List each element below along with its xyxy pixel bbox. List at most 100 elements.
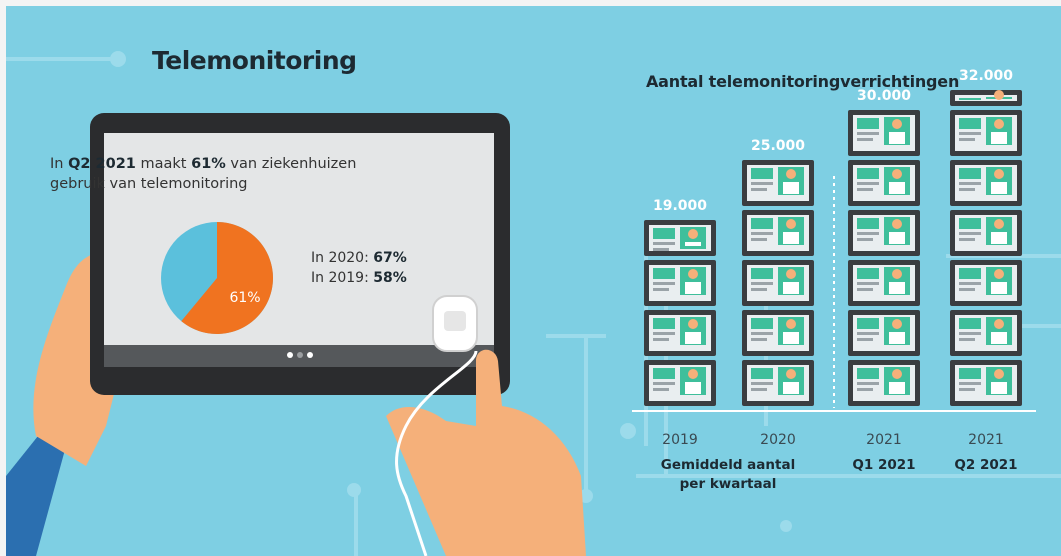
text-line [751, 238, 767, 241]
hand-icon [386, 295, 586, 556]
doctor-screen-icon [950, 110, 1022, 156]
text-line [959, 332, 981, 335]
headline-part: In [50, 156, 69, 172]
vitals-chart [751, 168, 773, 179]
pie-chart: 61% [161, 222, 273, 334]
vitals-chart [857, 368, 879, 379]
doctor-coat [991, 332, 1007, 344]
doctor-coat [991, 282, 1007, 294]
doctor-coat [783, 232, 799, 244]
text-line [653, 382, 675, 385]
vitals-chart [653, 268, 675, 279]
text-line [857, 288, 873, 291]
doctor-screen-icon [848, 160, 920, 206]
doctor-head [892, 119, 902, 129]
doctor-screen-icon [950, 310, 1022, 356]
vitals-chart [857, 268, 879, 279]
page-dot [307, 352, 313, 358]
doctor-coat [889, 232, 905, 244]
doctor-screen-icon [848, 360, 920, 406]
doctor-coat [889, 132, 905, 144]
text-line [653, 288, 669, 291]
doctor-coat [991, 182, 1007, 194]
doctor-head [688, 369, 698, 379]
headline-percentage: 61% [191, 156, 226, 172]
doctor-screen-icon [950, 210, 1022, 256]
doctor-head [994, 90, 1004, 100]
text-line [959, 188, 975, 191]
doctor-head [994, 169, 1004, 179]
comparison-2020: In 2020: 67% [311, 250, 407, 266]
vitals-chart [653, 228, 675, 239]
vitals-chart [857, 218, 879, 229]
doctor-coat [991, 382, 1007, 394]
text-line [959, 338, 975, 341]
bar-group: 19.000201925.000202030.000202132.0002021… [644, 68, 1022, 492]
doctor-coat [889, 382, 905, 394]
bar-value-label: 25.000 [751, 138, 805, 154]
doctor-screen-icon [742, 160, 814, 206]
text-line [653, 388, 669, 391]
text-line [959, 138, 975, 141]
doctor-coat [685, 332, 701, 344]
comparison-2019: In 2019: 58% [311, 270, 407, 286]
doctor-coat [991, 132, 1007, 144]
vitals-chart [959, 168, 981, 179]
text-line [751, 282, 773, 285]
doctor-head [688, 229, 698, 239]
x-tick-label: 2021 [968, 432, 1004, 448]
pulse-oximeter-icon [432, 295, 478, 352]
doctor-head [688, 269, 698, 279]
doctor-screen-icon [950, 360, 1022, 406]
doctor-screen-icon [950, 90, 1022, 106]
doctor-screen-icon [950, 260, 1022, 306]
doctor-screen-icon [742, 260, 814, 306]
text-line [959, 282, 981, 285]
bar [644, 220, 716, 406]
doctor-screen-icon [848, 210, 920, 256]
doctor-coat [991, 232, 1007, 244]
text-line [653, 338, 669, 341]
text-line [857, 332, 879, 335]
doctor-head [892, 369, 902, 379]
text-line [751, 338, 767, 341]
doctor-coat [783, 182, 799, 194]
doctor-head [786, 269, 796, 279]
vitals-chart [959, 118, 981, 129]
text-line [653, 282, 675, 285]
text-line [751, 332, 773, 335]
bar [742, 160, 814, 406]
doctor-coat [889, 282, 905, 294]
doctor-head [786, 169, 796, 179]
vitals-chart [959, 218, 981, 229]
text-line [857, 182, 879, 185]
doctor-head [688, 319, 698, 329]
doctor-screen-icon [742, 210, 814, 256]
bar [848, 110, 920, 406]
text-line [857, 232, 879, 235]
text-line [857, 132, 879, 135]
doctor-head [994, 219, 1004, 229]
bar-value-label: 19.000 [653, 198, 707, 214]
text-line [653, 332, 675, 335]
text-line [857, 282, 879, 285]
vitals-chart [751, 318, 773, 329]
text-line [751, 388, 767, 391]
text-line [857, 388, 873, 391]
doctor-coat [783, 332, 799, 344]
vitals-chart [653, 318, 675, 329]
category-label: Q2 2021 [954, 457, 1017, 473]
text-line [751, 182, 773, 185]
pie-label: 61% [229, 290, 260, 306]
doctor-coat [685, 282, 701, 294]
doctor-coat [889, 182, 905, 194]
text-line [857, 382, 879, 385]
text-line [751, 232, 773, 235]
text-line [959, 288, 975, 291]
bar-value-label: 32.000 [959, 68, 1013, 84]
doctor-coat [783, 282, 799, 294]
text-line [959, 388, 975, 391]
vitals-chart [857, 118, 879, 129]
bar-value-label: 30.000 [857, 88, 911, 104]
text-line [857, 138, 873, 141]
